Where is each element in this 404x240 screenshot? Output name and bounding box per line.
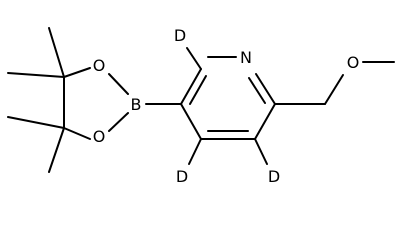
bond-lower-methyl-left <box>7 116 65 129</box>
atom-ether-oxygen: O <box>347 53 360 72</box>
bond-ch2-oxygen <box>324 74 344 105</box>
bond-c5-c6-inner <box>189 75 207 105</box>
bond-oxygen-upper-carbon <box>63 67 91 78</box>
atom-deuterium-top: D <box>174 26 186 45</box>
bond-n-c2-double <box>255 73 276 105</box>
structure-diagram: N O B O O D D D <box>7 26 395 186</box>
bond-boron-oxygen-upper <box>108 73 129 95</box>
bond-boron-oxygen-lower <box>108 112 129 132</box>
bond-oxygen-lower-carbon <box>63 127 91 140</box>
bond-c6-deuterium <box>186 47 202 70</box>
bond-n-c2-inner <box>248 77 266 104</box>
bond-upper-methyl-left <box>7 72 65 78</box>
bond-c5-c6-double <box>180 68 202 105</box>
atom-boron: B <box>131 95 142 114</box>
bond-upper-methyl-top <box>48 27 65 78</box>
bond-c4-deuterium <box>188 138 202 165</box>
atom-deuterium-bottom-left: D <box>176 167 188 186</box>
bond-lower-methyl-bottom <box>48 127 65 173</box>
atom-boronate-oxygen-lower: O <box>93 127 106 146</box>
molecule-canvas: N O B O O D D D <box>7 26 395 186</box>
bond-c3-deuterium <box>254 138 268 165</box>
atom-nitrogen: N <box>240 48 252 67</box>
atom-boronate-oxygen-upper: O <box>93 56 106 75</box>
atom-deuterium-bottom-right: D <box>268 167 280 186</box>
bond-c2-c3 <box>254 103 276 140</box>
bond-c4-c5 <box>180 103 202 140</box>
